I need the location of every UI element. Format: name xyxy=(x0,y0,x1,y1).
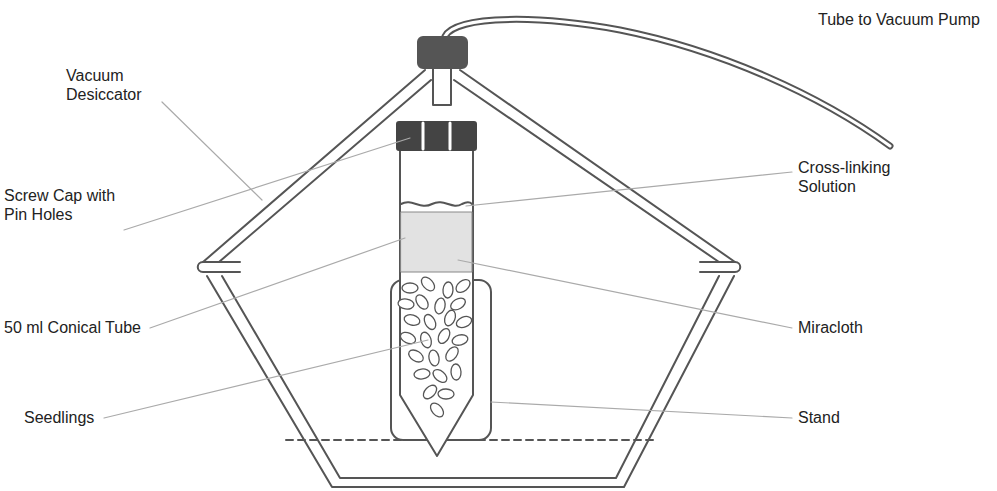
leader-line xyxy=(458,260,792,328)
stopper xyxy=(418,37,467,68)
leader-line xyxy=(124,138,410,230)
part-label: Miracloth xyxy=(798,318,918,337)
part-label: Tube to Vacuum Pump xyxy=(818,10,993,29)
part-label: 50 ml Conical Tube xyxy=(4,318,149,337)
seedling xyxy=(433,297,446,315)
seedling xyxy=(421,383,439,401)
seedling xyxy=(413,368,430,380)
solution-surface xyxy=(401,202,472,205)
flange-left xyxy=(198,262,240,272)
seedling xyxy=(428,401,446,420)
seedling xyxy=(431,367,450,385)
leader-line xyxy=(466,172,792,206)
seedling xyxy=(428,349,441,367)
seedling xyxy=(403,313,421,327)
seedling xyxy=(402,283,418,293)
seedling xyxy=(443,345,460,364)
part-label: Seedlings xyxy=(24,408,114,427)
leader-line xyxy=(162,102,262,200)
seedling xyxy=(419,275,437,294)
seedling xyxy=(422,313,438,332)
screw-cap xyxy=(397,122,476,150)
leader-line xyxy=(104,340,428,418)
seedlings xyxy=(397,275,473,420)
vacuum-hose-core xyxy=(444,19,890,146)
cap-hole xyxy=(449,123,452,149)
miracloth xyxy=(401,212,472,272)
seedling xyxy=(397,298,414,310)
neck-pipe xyxy=(433,67,451,105)
seedling xyxy=(443,309,458,327)
flange-right xyxy=(700,262,740,272)
vacuum-hose xyxy=(444,19,890,146)
seedling xyxy=(438,389,454,399)
part-label: Screw Cap with Pin Holes xyxy=(4,186,122,224)
leader-line xyxy=(150,238,405,328)
seedling xyxy=(407,348,426,365)
seedling xyxy=(413,293,430,312)
leader-line xyxy=(491,402,792,418)
part-label: Stand xyxy=(798,408,888,427)
seedling xyxy=(454,277,473,295)
part-label: Cross-linking Solution xyxy=(798,158,913,196)
seedling xyxy=(455,314,474,329)
cap-hole xyxy=(422,123,425,149)
part-label: Vacuum Desiccator xyxy=(66,66,161,104)
seedling xyxy=(451,333,469,347)
seedling xyxy=(442,282,453,299)
seedling xyxy=(436,327,452,346)
seedling xyxy=(451,364,462,381)
